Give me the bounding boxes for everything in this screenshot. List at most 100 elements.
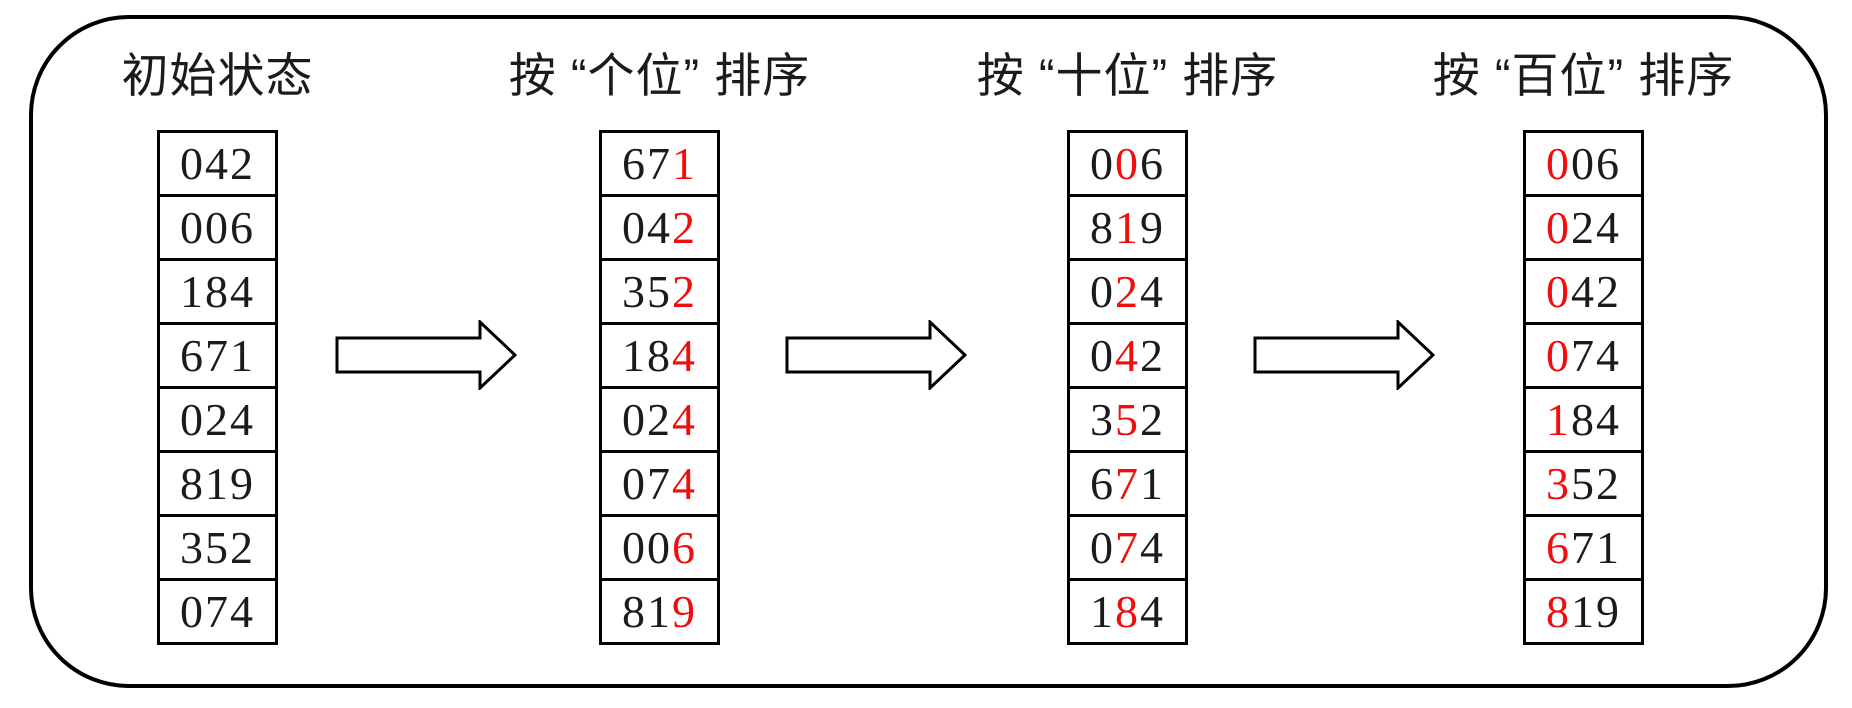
digit: 0: [622, 202, 647, 253]
digit: 1: [1090, 586, 1115, 637]
highlighted-digit: 1: [672, 138, 697, 189]
digit: 8: [647, 330, 672, 381]
digit: 2: [647, 394, 672, 445]
highlighted-digit: 0: [1546, 330, 1571, 381]
highlighted-digit: 7: [1115, 522, 1140, 573]
highlighted-digit: 6: [672, 522, 697, 573]
digit: 8: [1571, 394, 1596, 445]
digit: 0: [622, 458, 647, 509]
digit: 4: [1140, 586, 1165, 637]
digit: 6: [622, 138, 647, 189]
digit: 6: [1596, 138, 1621, 189]
digit: 5: [205, 522, 230, 573]
highlighted-digit: 0: [1546, 266, 1571, 317]
digit: 2: [205, 394, 230, 445]
digit: 0: [180, 138, 205, 189]
column-title-initial-state: 初始状态: [121, 49, 314, 102]
highlighted-digit: 6: [1546, 522, 1571, 573]
digit: 6: [1090, 458, 1115, 509]
digit: 3: [180, 522, 205, 573]
digit: 0: [180, 394, 205, 445]
digit: 0: [1571, 138, 1596, 189]
digit: 0: [180, 586, 205, 637]
column-title-sort-by-tens: 按 “十位” 排序: [976, 49, 1279, 102]
digit: 9: [1140, 202, 1165, 253]
highlighted-digit: 4: [1115, 330, 1140, 381]
arrow-right-icon: [785, 320, 967, 390]
digit: 1: [1596, 522, 1621, 573]
digit: 5: [647, 266, 672, 317]
highlighted-digit: 2: [672, 202, 697, 253]
digit: 4: [205, 138, 230, 189]
digit: 0: [1090, 266, 1115, 317]
digit: 2: [1140, 330, 1165, 381]
digit: 1: [230, 330, 255, 381]
highlighted-digit: 5: [1115, 394, 1140, 445]
arrow-right-icon: [1253, 320, 1435, 390]
highlighted-digit: 8: [1546, 586, 1571, 637]
digit: 0: [1090, 330, 1115, 381]
highlighted-digit: 1: [1546, 394, 1571, 445]
digit: 9: [230, 458, 255, 509]
highlighted-digit: 0: [1546, 138, 1571, 189]
highlighted-digit: 1: [1115, 202, 1140, 253]
digit: 0: [622, 394, 647, 445]
highlighted-digit: 8: [1115, 586, 1140, 637]
digit: 2: [1596, 458, 1621, 509]
digit: 8: [622, 586, 647, 637]
highlighted-digit: 7: [1115, 458, 1140, 509]
digit: 4: [230, 266, 255, 317]
digit: 0: [622, 522, 647, 573]
digit: 4: [1571, 266, 1596, 317]
digit: 8: [1090, 202, 1115, 253]
digit: 7: [1571, 330, 1596, 381]
digit: 1: [205, 458, 230, 509]
digit: 4: [1140, 266, 1165, 317]
digit: 7: [1571, 522, 1596, 573]
arrow-right-icon: [335, 320, 517, 390]
column-title-sort-by-hundreds: 按 “百位” 排序: [1432, 49, 1735, 102]
highlighted-digit: 4: [672, 458, 697, 509]
digit: 2: [230, 522, 255, 573]
digit: 1: [1140, 458, 1165, 509]
digit: 6: [1140, 138, 1165, 189]
digit: 4: [647, 202, 672, 253]
column-title-sort-by-ones: 按 “个位” 排序: [508, 49, 811, 102]
digit: 0: [1090, 138, 1115, 189]
digit: 2: [1140, 394, 1165, 445]
digit: 9: [1596, 586, 1621, 637]
highlighted-digit: 4: [672, 394, 697, 445]
digit: 8: [205, 266, 230, 317]
digit: 3: [1090, 394, 1115, 445]
highlighted-digit: 0: [1115, 138, 1140, 189]
digit: 2: [230, 138, 255, 189]
digit: 6: [230, 202, 255, 253]
digit: 4: [1140, 522, 1165, 573]
